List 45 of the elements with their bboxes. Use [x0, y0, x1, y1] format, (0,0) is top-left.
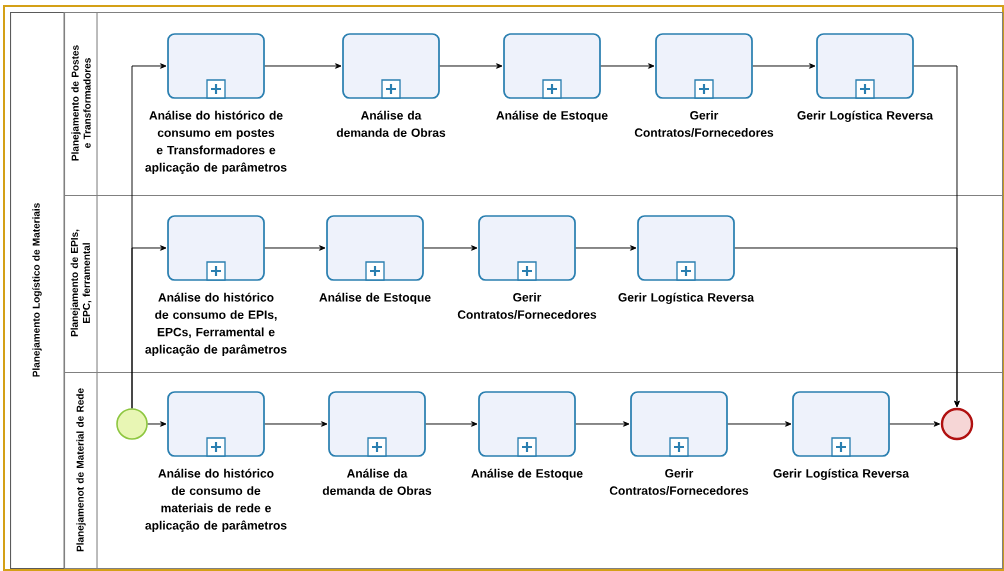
task-label: Análise de Estoque — [319, 292, 431, 304]
task-label: Gerir Logística Reversa — [773, 468, 910, 481]
arrow — [264, 421, 328, 427]
subprocess-box — [328, 391, 426, 457]
arrow — [147, 421, 167, 427]
task-label: Análise do histórico de consumo de EPIs, EPCs, Ferramental e aplicação de parâmetros — [145, 292, 287, 356]
arrow — [264, 245, 326, 251]
arrow — [131, 245, 167, 409]
subprocess-box — [167, 391, 265, 457]
task-label: Gerir Logística Reversa — [797, 110, 934, 123]
start-event-circle — [116, 408, 148, 440]
subprocess-box — [342, 33, 440, 99]
subprocess-box — [478, 215, 576, 281]
arrow — [727, 421, 792, 427]
task-label: Análise de Estoque — [471, 468, 583, 480]
arrow — [889, 421, 941, 427]
task-label: Análise de Estoque — [496, 110, 608, 122]
arrow — [575, 245, 637, 251]
arrow — [425, 421, 478, 427]
arrow — [575, 421, 630, 427]
subprocess-box — [816, 33, 914, 99]
task-label: Gerir Contratos/Fornecedores — [609, 468, 749, 495]
arrow — [734, 247, 960, 408]
subprocess-box — [503, 33, 601, 99]
subprocess-box — [167, 33, 265, 99]
subprocess-box — [655, 33, 753, 99]
arrow — [439, 63, 503, 69]
arrow — [600, 63, 655, 69]
subprocess-box — [167, 215, 265, 281]
arrow — [752, 63, 816, 69]
task-label: Análise do histórico de consumo em postes e Transformadores e aplicação de parâmetros — [145, 110, 287, 174]
task-label: Gerir Contratos/Fornecedores — [634, 110, 774, 137]
task-label: Análise da demanda de Obras — [322, 468, 432, 495]
subprocess-box — [630, 391, 728, 457]
arrow — [264, 63, 342, 69]
task-label: Gerir Contratos/Fornecedores — [457, 292, 597, 319]
task-label: Gerir Logística Reversa — [618, 292, 755, 305]
subprocess-box — [326, 215, 424, 281]
task-label: Análise da demanda de Obras — [336, 110, 446, 137]
subprocess-box — [637, 215, 735, 281]
subprocess-box — [478, 391, 576, 457]
task-label: Análise do histórico de consumo de materiais de rede e aplicação de parâmetros — [145, 468, 287, 532]
arrow — [423, 245, 478, 251]
end-event-circle — [940, 407, 974, 441]
subprocess-box — [792, 391, 890, 457]
